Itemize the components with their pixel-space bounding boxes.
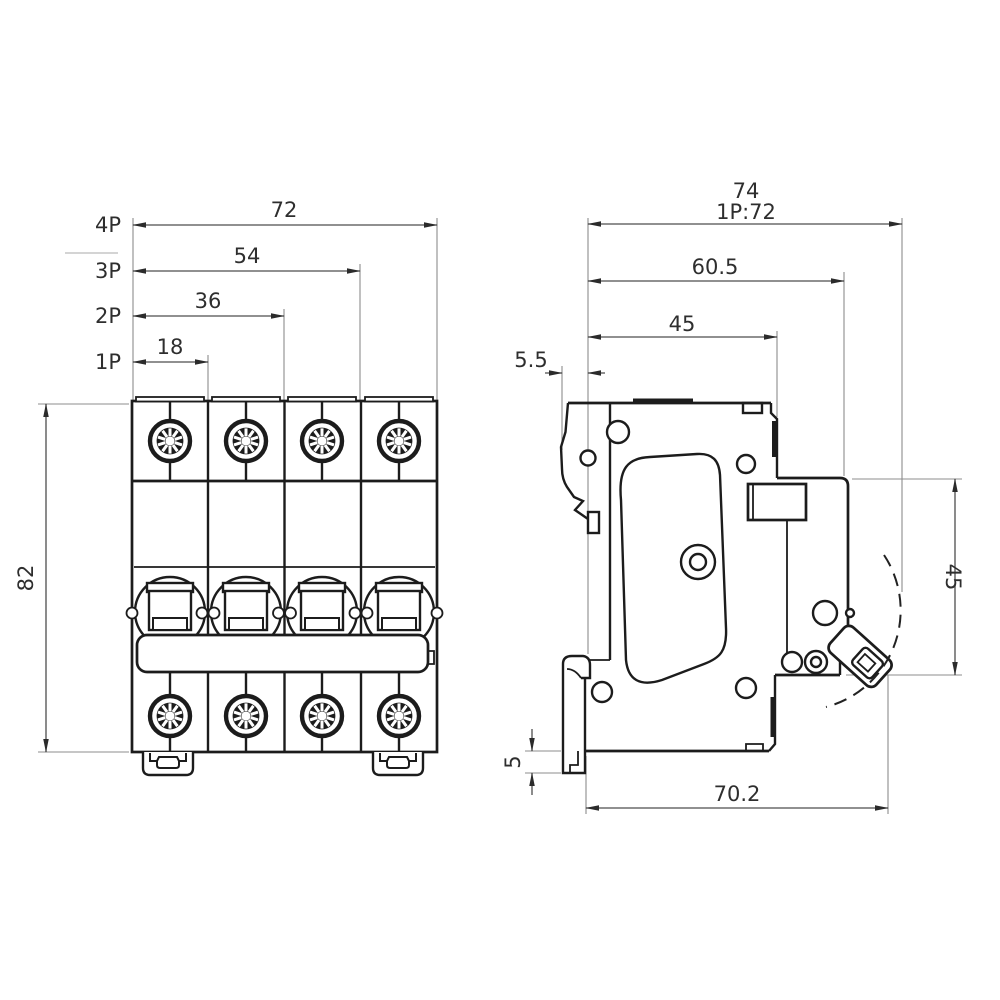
din-claw-top [559,402,589,520]
dim-label-width-3p: 54 [234,244,261,268]
din-clip [141,750,195,777]
pole-link-pins [125,606,444,620]
dim-label-depth-no-handle: 60.5 [692,255,739,279]
screw-icon [226,421,266,461]
side-front-face [777,476,850,648]
pole-label-2p: 2P [95,304,121,328]
dim-label-overall-depth: 74 [733,179,760,203]
din-clip-tab [561,682,587,775]
screw-icon [379,696,419,736]
pole-label-1p: 1P [95,350,121,374]
screw-icon [302,421,342,461]
dim-label-height: 82 [14,565,38,592]
screw-icon [379,421,419,461]
screw-icon [150,421,190,461]
housing-rivets [579,419,856,704]
dim-label-rail-offset: 5.5 [514,348,547,372]
label-window [746,482,808,522]
inner-panel-contour [619,452,728,684]
dim-label-clip-extension: 5 [501,755,525,768]
front-height-dimension: 82 [14,403,49,753]
dim-label-body-depth: 45 [669,312,696,336]
dim-label-width-1p: 18 [157,335,184,359]
din-clip [371,750,425,777]
dim-label-mounting-depth: 70.2 [714,782,761,806]
screw-icon [150,696,190,736]
tie-bar-notch [429,650,435,665]
handle-tie-bar [135,633,430,674]
screw-icon [226,696,266,736]
toggle-handle-side [827,624,893,689]
side-dimensions: 74 1P:72 60.5 45 5.5 45 5 70.2 [501,179,965,811]
side-top-notch [741,401,764,415]
handle-travel-arc [825,554,902,708]
dim-label-face-height: 45 [941,564,965,591]
side-body [559,398,902,775]
pole-label-4p: 4P [95,213,121,237]
dim-label-width-2p: 36 [195,289,222,313]
front-width-dimensions: 72 54 36 18 4P 3P 2P 1P [95,198,438,374]
front-view: 72 54 36 18 4P 3P 2P 1P 82 [14,198,444,777]
screw-icon [302,696,342,736]
front-body [125,396,444,777]
pole-label-3p: 3P [95,259,121,283]
dim-label-1p-depth: 1P:72 [716,200,776,224]
din-claw-bottom [561,654,592,682]
dim-label-width-4p: 72 [271,198,298,222]
side-extension-lines [525,218,962,814]
side-view: 74 1P:72 60.5 45 5.5 45 5 70.2 [501,179,965,814]
